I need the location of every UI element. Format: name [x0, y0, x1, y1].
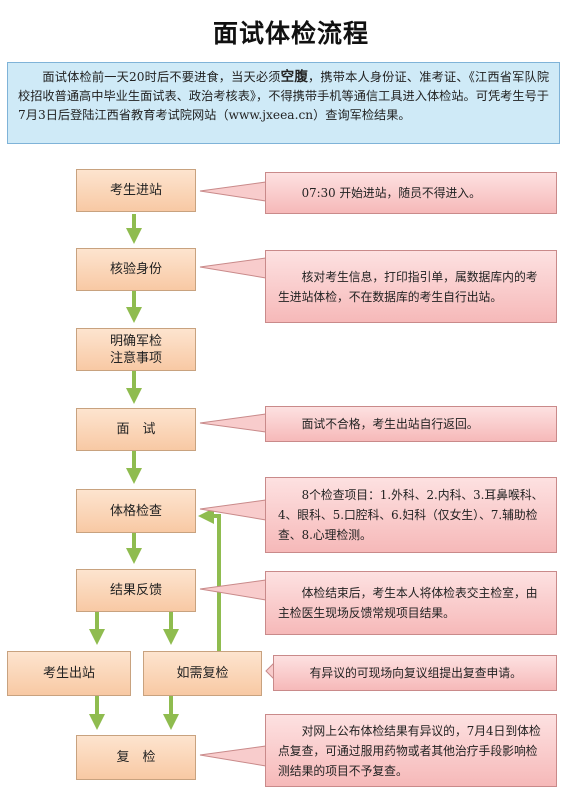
- intro-text: 面试体检前一天20时后不要进食，当天必须空腹，携带本人身份证、准考证、《江西省军…: [18, 68, 549, 125]
- pointer-recheck: [199, 745, 267, 767]
- pointer-exam: [199, 499, 267, 521]
- intro-text-part1: 面试体检前一天20时后不要进食，当天必须: [42, 70, 281, 84]
- step-label: 复 检: [116, 750, 156, 765]
- page-title: 面试体检流程: [212, 19, 369, 48]
- step-recheck: 复 检: [76, 735, 196, 780]
- step-label: 面 试: [116, 422, 156, 437]
- step-label: 体格检查: [109, 503, 162, 519]
- intro-text-part2: ，携带本人身份证、准考证、《江西省军队院校招收普通高中毕业生面试表、政治考核表》…: [18, 70, 550, 122]
- step-verify: 核验身份: [76, 248, 196, 291]
- pointer-verify: [199, 257, 267, 279]
- step-label: 如需复检: [176, 666, 229, 681]
- note-exam: 8个检查项目：1.外科、2.内科、3.耳鼻喉科、4、眼科、5.口腔科、6.妇科（…: [265, 477, 557, 553]
- step-label: 考生出站: [42, 666, 95, 681]
- step-interview: 面 试: [76, 408, 196, 451]
- note-recheck: 对网上公布体检结果有异议的，7月4日到体检点复查，可通过服用药物或者其他治疗手段…: [265, 714, 557, 787]
- step-arrive: 考生进站: [76, 169, 196, 212]
- note-verify: 核对考生信息，打印指引单，属数据库内的考生进站体检，不在数据库的考生自行出站。: [265, 250, 557, 323]
- step-leave: 考生出站: [7, 651, 131, 696]
- note-text: 核对考生信息，打印指引单，属数据库内的考生进站体检，不在数据库的考生自行出站。: [278, 269, 538, 304]
- pointer-interview: [199, 413, 267, 433]
- note-text: 8个检查项目：1.外科、2.内科、3.耳鼻喉科、4、眼科、5.口腔科、6.妇科（…: [278, 488, 544, 542]
- note-feedback: 体检结束后，考生本人将体检表交主检室，由主检医生现场反馈常规项目结果。: [265, 571, 557, 635]
- step-notice: 明确军检 注意事项: [76, 328, 196, 371]
- note-text: 体检结束后，考生本人将体检表交主检室，由主检医生现场反馈常规项目结果。: [278, 586, 538, 620]
- step-label: 核验身份: [109, 262, 162, 277]
- intro-bold-text: 空腹: [280, 69, 308, 85]
- pointer-arrive: [199, 181, 267, 202]
- step-feedback: 结果反馈: [76, 569, 196, 612]
- note-arrive: 07:30 开始进站，随员不得进入。: [265, 172, 557, 214]
- pointer-feedback: [199, 579, 267, 601]
- arrow-need-recheck-exam: [198, 508, 221, 654]
- note-text: 面试不合格，考生出站自行返回。: [301, 417, 479, 431]
- step-label: 结果反馈: [109, 583, 162, 598]
- step-label: 明确军检 注意事项: [109, 333, 162, 366]
- note-text: 对网上公布体检结果有异议的，7月4日到体检点复查，可通过服用药物或者其他治疗手段…: [278, 723, 541, 778]
- step-need-recheck: 如需复检: [143, 651, 262, 696]
- note-interview: 面试不合格，考生出站自行返回。: [265, 406, 557, 442]
- note-text: 07:30 开始进站，随员不得进入。: [301, 186, 481, 200]
- intro-box: 面试体检前一天20时后不要进食，当天必须空腹，携带本人身份证、准考证、《江西省军…: [7, 62, 560, 144]
- note-need-recheck: 有异议的可现场向复议组提出复查申请。: [273, 655, 557, 691]
- step-label: 考生进站: [109, 183, 162, 198]
- note-text: 有异议的可现场向复议组提出复查申请。: [309, 666, 522, 680]
- step-exam: 体格检查: [76, 489, 196, 533]
